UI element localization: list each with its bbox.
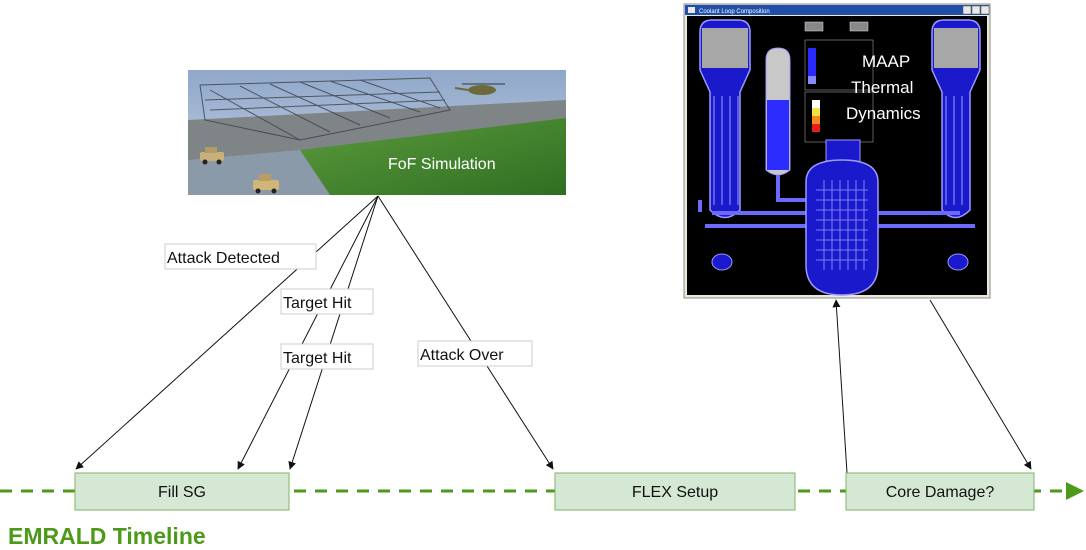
edge-label-target-hit-1: Target Hit (280, 288, 374, 315)
svg-text:Fill SG: Fill SG (158, 484, 206, 501)
steam-generator-left (699, 19, 751, 219)
edge-label-target-hit-2: Target Hit (280, 343, 374, 370)
maap-window-title: Coolant Loop Composition (699, 9, 770, 15)
pump-left (711, 253, 733, 271)
svg-text:Attack Over: Attack Over (420, 347, 504, 364)
maap-caption-line1: MAAP (862, 52, 910, 71)
pump-right (947, 253, 969, 271)
timeline-event-core-damage[interactable]: Core Damage? (845, 472, 1035, 511)
fof-simulation-image: FoF Simulation (188, 70, 566, 195)
svg-text:Target Hit: Target Hit (283, 295, 352, 312)
edge-core-to-maap (832, 299, 848, 474)
svg-text:FLEX Setup: FLEX Setup (632, 484, 718, 501)
svg-text:Attack Detected: Attack Detected (167, 250, 280, 267)
edge-target-hit-1 (237, 195, 379, 470)
maap-caption-line2: Thermal (851, 78, 913, 97)
timeline: Fill SG FLEX Setup Core Damage? EMRALD T… (0, 472, 1084, 549)
timeline-arrowhead (1066, 482, 1084, 500)
coolant-piping (698, 175, 975, 228)
edge-target-hit-2 (288, 195, 379, 470)
window-controls[interactable] (962, 5, 990, 15)
steam-generator-right (931, 19, 981, 219)
pressurizer (765, 47, 791, 176)
edge-attack-detected (75, 195, 379, 470)
svg-text:Target Hit: Target Hit (283, 350, 352, 367)
edge-attack-over (377, 195, 554, 470)
edge-maap-to-core (929, 299, 1032, 470)
edge-label-attack-detected: Attack Detected (164, 243, 317, 270)
vehicle-icon (200, 147, 224, 165)
connectors (75, 195, 1032, 474)
edge-label-attack-over: Attack Over (417, 340, 533, 367)
svg-text:Core Damage?: Core Damage? (886, 484, 995, 501)
maap-window: Coolant Loop Composition (683, 3, 991, 299)
timeline-title: EMRALD Timeline (8, 523, 206, 549)
reactor-vessel (805, 139, 879, 296)
timeline-event-flex-setup[interactable]: FLEX Setup (554, 472, 796, 511)
helicopter-icon (454, 83, 505, 95)
maap-caption-line3: Dynamics (846, 104, 921, 123)
timeline-event-fill-sg[interactable]: Fill SG (74, 472, 290, 511)
fof-caption: FoF Simulation (388, 156, 496, 173)
vehicle-icon (253, 174, 279, 194)
legend-panel (804, 39, 874, 143)
